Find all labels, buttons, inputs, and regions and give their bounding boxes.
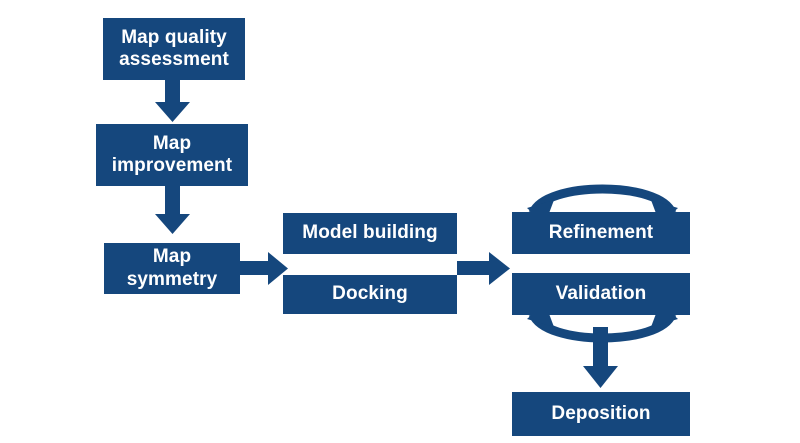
arrow-improvement-to-symmetry [155,186,190,234]
arrow-cycle-to-deposition [583,327,618,388]
node-label-docking: Docking [332,283,408,305]
node-validation[interactable]: Validation [512,273,690,315]
node-label-model-building: Model building [302,222,438,244]
node-label-validation: Validation [555,282,647,304]
arrow-quality-to-improvement [155,80,190,122]
arrow-building-to-refinement [457,252,510,285]
node-label-deposition: Deposition [551,402,651,424]
arrow-symmetry-to-building [240,252,288,285]
node-deposition[interactable]: Deposition [512,392,690,436]
node-model-building[interactable]: Model building [283,213,457,254]
node-docking[interactable]: Docking [283,275,457,314]
node-refinement[interactable]: Refinement [512,212,690,254]
node-label-refinement: Refinement [548,221,654,243]
